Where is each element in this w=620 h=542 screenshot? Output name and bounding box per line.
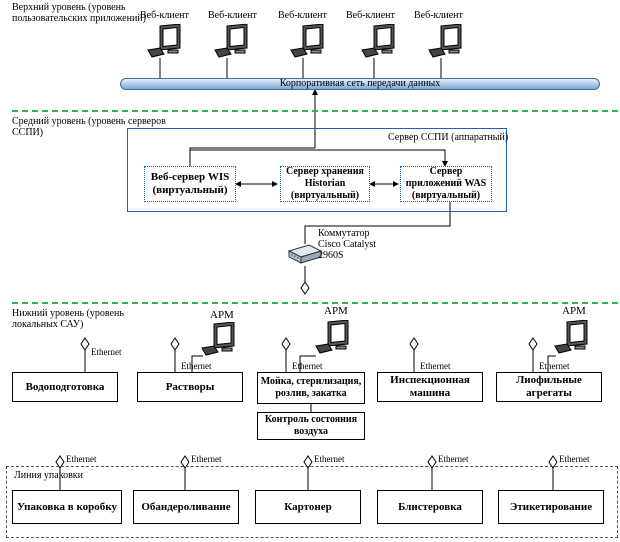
web-client-label: Веб-клиент [346, 10, 395, 21]
switch-icon [287, 244, 323, 264]
workstation-icon [315, 320, 349, 354]
level-middle-label: Средний уровень (уровень серверов ССПИ) [12, 116, 166, 138]
historian-server-box: Сервер хранения Historian (виртуальный) [280, 166, 370, 202]
server-switch-line [304, 198, 451, 244]
computer-icon [428, 24, 462, 58]
ethernet-label: Ethernet [420, 361, 451, 371]
computer-icon [147, 24, 181, 58]
computer-icon [290, 24, 324, 58]
lower-ethernet-links [80, 337, 538, 412]
arm-links [191, 355, 556, 372]
unit-washing: Мойка, стерилизация, розлив, закатка [257, 372, 365, 404]
unit-inspection: Инспекционная машина [377, 372, 483, 402]
ethernet-label: Ethernet [191, 454, 222, 464]
workstation-icon [201, 322, 235, 356]
switch-label: Коммутатор Cisco Catalyst 2960S [318, 228, 377, 261]
packing-line-frame [6, 466, 618, 538]
unit-air-control: Контроль состояния воздуха [257, 412, 365, 440]
ethernet-label: Ethernet [181, 361, 212, 371]
web-client-label: Веб-клиент [208, 10, 257, 21]
ethernet-label: Ethernet [292, 361, 323, 371]
unit-water-treatment: Водоподготовка [12, 372, 118, 402]
unit-labeling: Этикетирование [498, 490, 604, 524]
computer-icon [214, 24, 248, 58]
web-client-label: Веб-клиент [414, 10, 463, 21]
ethernet-label: Ethernet [91, 347, 122, 357]
switch-port-diamond [300, 281, 310, 295]
level-bottom-label: Нижний уровень (уровень локальных САУ) [12, 308, 124, 330]
ethernet-label: Ethernet [314, 454, 345, 464]
ethernet-label: Ethernet [559, 454, 590, 464]
arm-label: АРМ [562, 305, 586, 317]
ethernet-label: Ethernet [438, 454, 469, 464]
computer-icon [361, 24, 395, 58]
web-client-label: Веб-клиент [278, 10, 327, 21]
client-drops [159, 58, 442, 78]
separator-top [12, 110, 618, 112]
ethernet-label: Ethernet [66, 454, 97, 464]
separator-bottom [12, 302, 618, 304]
packing-line-title: Линия упаковки [14, 470, 84, 481]
sspi-server-frame [127, 128, 507, 212]
unit-lyophil: Лиофильные агрегаты [496, 372, 602, 402]
unit-blister: Блистеровка [377, 490, 483, 524]
unit-cartoner: Картонер [255, 490, 361, 524]
packing-ethernet-links [55, 455, 558, 490]
web-client-label: Веб-клиент [140, 10, 189, 21]
workstation-icon [554, 320, 588, 354]
unit-banding: Обандероливание [133, 490, 239, 524]
level-top-label: Верхний уровень (уровень пользовательски… [12, 2, 146, 24]
arm-label: АРМ [210, 309, 234, 321]
corporate-network-bus [120, 78, 600, 90]
sspi-server-title: Сервер ССПИ (аппаратный) [388, 132, 509, 143]
corporate-network-label: Корпоративная сеть передачи данных [279, 78, 441, 89]
wis-server-box: Веб-сервер WIS (виртуальный) [144, 166, 236, 202]
arm-label: АРМ [324, 305, 348, 317]
was-server-box: Сервер приложений WAS (виртуальный) [400, 166, 492, 202]
wis-was-top-line [189, 148, 448, 167]
ethernet-label: Ethernet [539, 361, 570, 371]
unit-solutions: Растворы [137, 372, 243, 402]
unit-packing-box: Упаковка в коробку [12, 490, 122, 524]
